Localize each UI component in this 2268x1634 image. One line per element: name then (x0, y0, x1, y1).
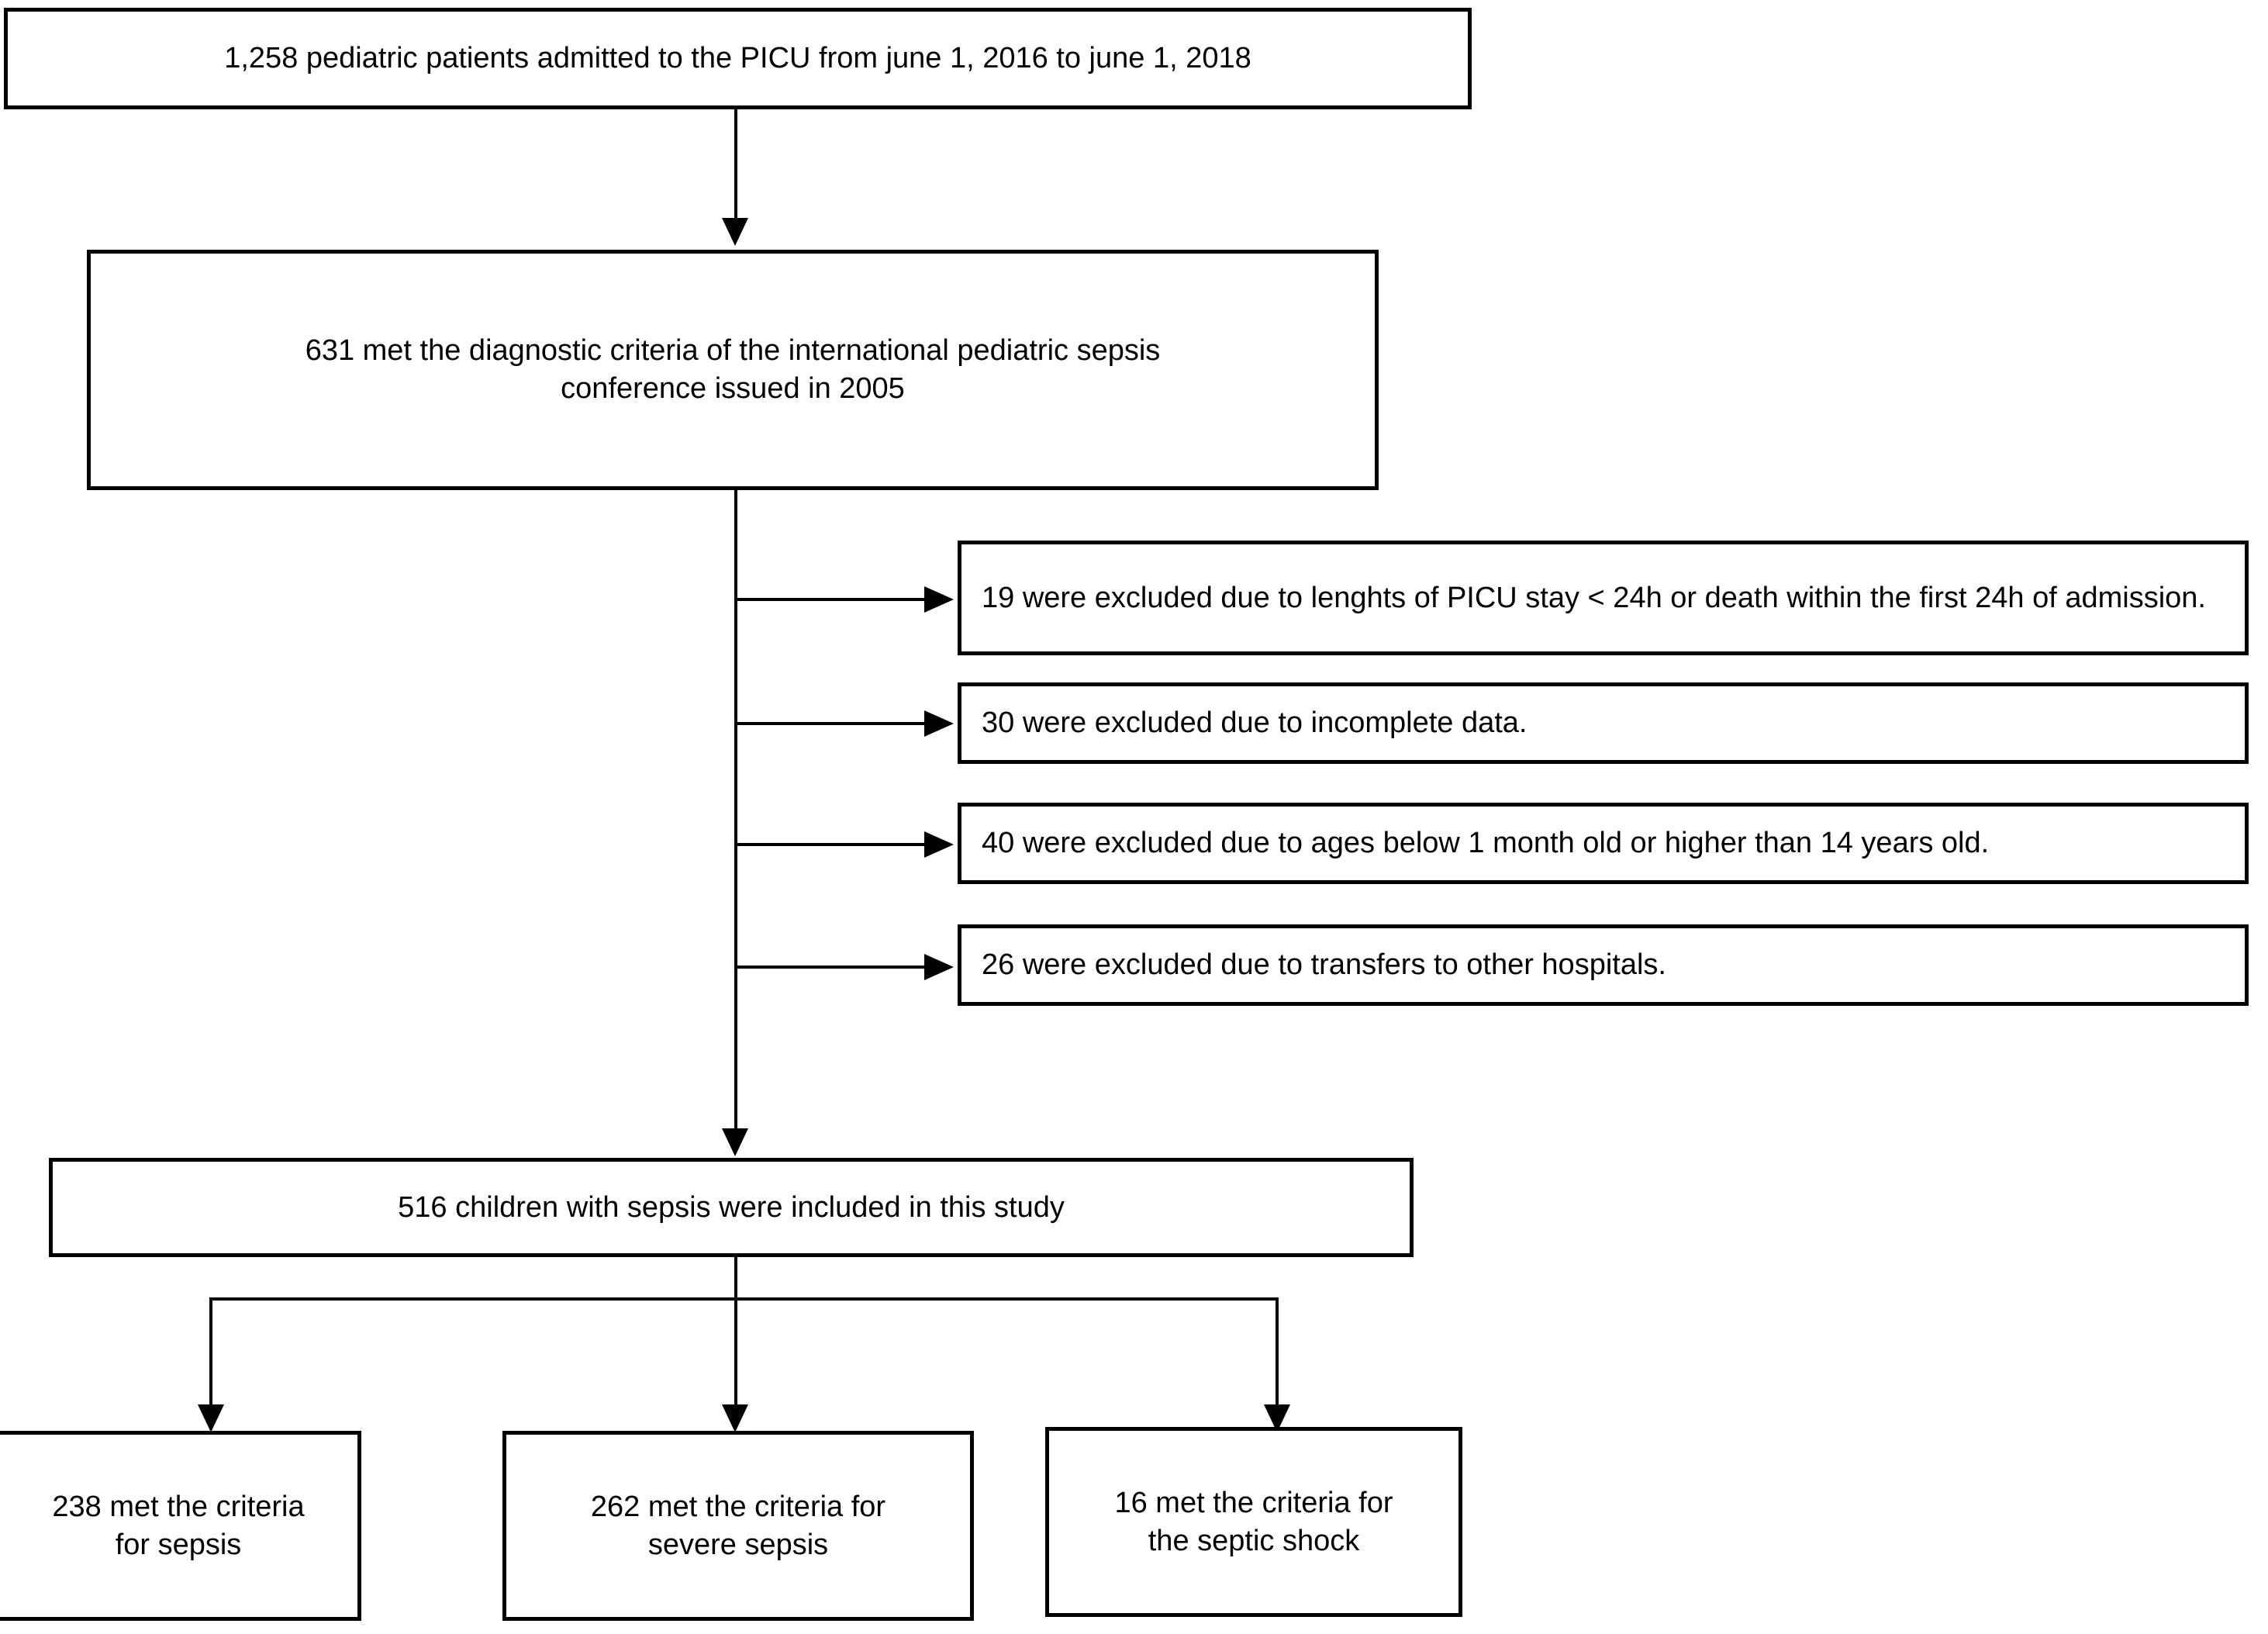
exclusion-box-3: 40 were excluded due to ages below 1 mon… (958, 803, 2249, 884)
arrowhead-admitted-to-criteria (722, 218, 748, 246)
node-admitted-label: 1,258 pediatric patients admitted to the… (224, 42, 1251, 75)
node-admitted: 1,258 pediatric patients admitted to the… (4, 8, 1472, 109)
exclusion-box-2: 30 were excluded due to incomplete data. (958, 682, 2249, 764)
connector-admitted-to-criteria (734, 109, 737, 218)
connector-criteria-to-included (734, 490, 737, 1128)
arrowhead-outcome-left (198, 1404, 224, 1432)
connector-outcome-left (209, 1297, 212, 1404)
exclusion-box-2-label: 30 were excluded due to incomplete data. (982, 706, 1528, 740)
outcome-box-septic-shock: 16 met the criteria for the septic shock (1045, 1427, 1462, 1617)
outcome-box-severe-sepsis-label: 262 met the criteria for severe sepsis (590, 1490, 886, 1561)
exclusion-box-3-label: 40 were excluded due to ages below 1 mon… (982, 827, 1990, 860)
arrowhead-outcome-center (722, 1404, 748, 1432)
exclusion-box-1: 19 were excluded due to lenghts of PICU … (958, 541, 2249, 655)
node-criteria-label: 631 met the diagnostic criteria of the i… (305, 334, 1161, 405)
node-criteria: 631 met the diagnostic criteria of the i… (87, 250, 1379, 490)
arrowhead-exclusion-1 (924, 586, 954, 613)
node-included: 516 children with sepsis were included i… (49, 1158, 1414, 1257)
arrowhead-exclusion-4 (924, 954, 954, 980)
arrowhead-exclusion-2 (924, 710, 954, 737)
exclusion-box-4-label: 26 were excluded due to transfers to oth… (982, 948, 1666, 982)
outcome-box-severe-sepsis: 262 met the criteria for severe sepsis (502, 1431, 974, 1621)
connector-exclusion-2 (736, 722, 924, 725)
outcome-box-sepsis-label: 238 met the criteria for sepsis (52, 1490, 305, 1561)
connector-outcome-bus (209, 1297, 1277, 1301)
exclusion-box-1-label: 19 were excluded due to lenghts of PICU … (982, 581, 2206, 614)
exclusion-box-4: 26 were excluded due to transfers to oth… (958, 924, 2249, 1006)
arrowhead-exclusion-3 (924, 831, 954, 858)
connector-included-stub (734, 1257, 737, 1404)
connector-outcome-right (1276, 1297, 1279, 1404)
connector-exclusion-3 (736, 843, 924, 846)
arrowhead-criteria-to-included (722, 1128, 748, 1156)
connector-exclusion-1 (736, 598, 924, 601)
node-included-label: 516 children with sepsis were included i… (398, 1190, 1065, 1224)
connector-exclusion-4 (736, 966, 924, 969)
outcome-box-sepsis: 238 met the criteria for sepsis (0, 1431, 361, 1621)
outcome-box-septic-shock-label: 16 met the criteria for the septic shock (1114, 1486, 1393, 1557)
